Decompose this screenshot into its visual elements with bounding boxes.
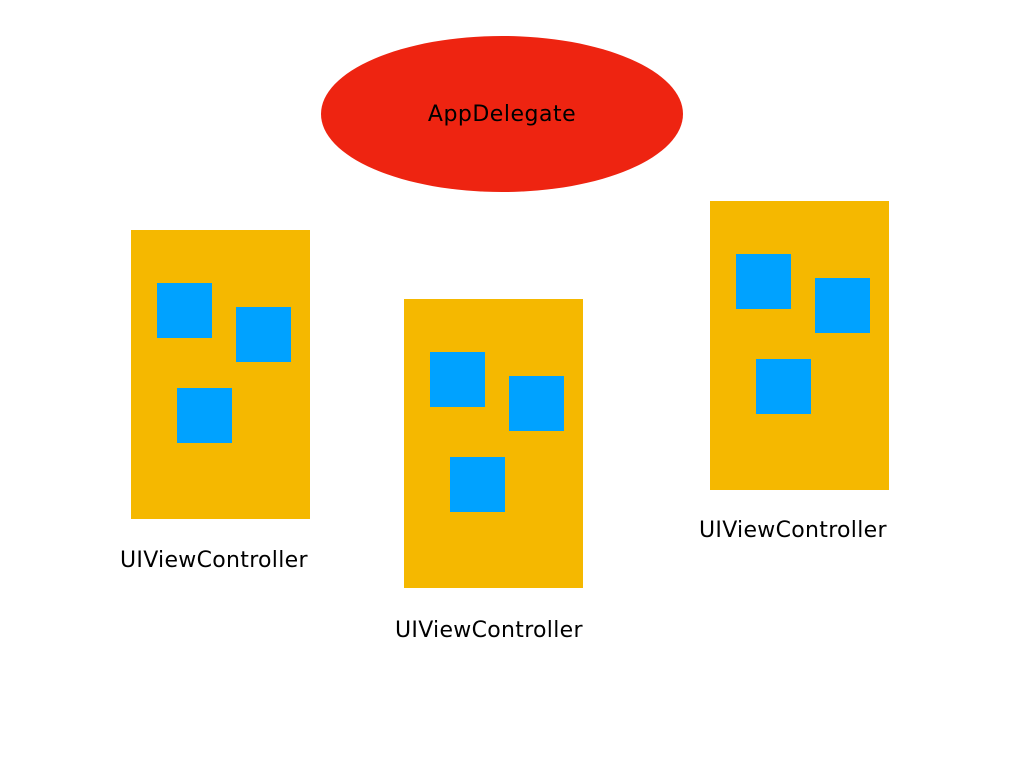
subview (509, 376, 564, 431)
view-controller-middle (404, 299, 583, 588)
view-controller-right (710, 201, 889, 490)
subview (815, 278, 870, 333)
subview (736, 254, 791, 309)
subview (157, 283, 212, 338)
app-delegate-label: AppDelegate (427, 101, 577, 127)
subview (236, 307, 291, 362)
view-controller-middle-label: UIViewController (395, 618, 583, 643)
subview (430, 352, 485, 407)
subview (756, 359, 811, 414)
subview (450, 457, 505, 512)
view-controller-left-label: UIViewController (120, 548, 308, 573)
view-controller-left (131, 230, 310, 519)
subview (177, 388, 232, 443)
view-controller-right-label: UIViewController (699, 518, 887, 543)
app-delegate-node: AppDelegate (321, 36, 683, 192)
